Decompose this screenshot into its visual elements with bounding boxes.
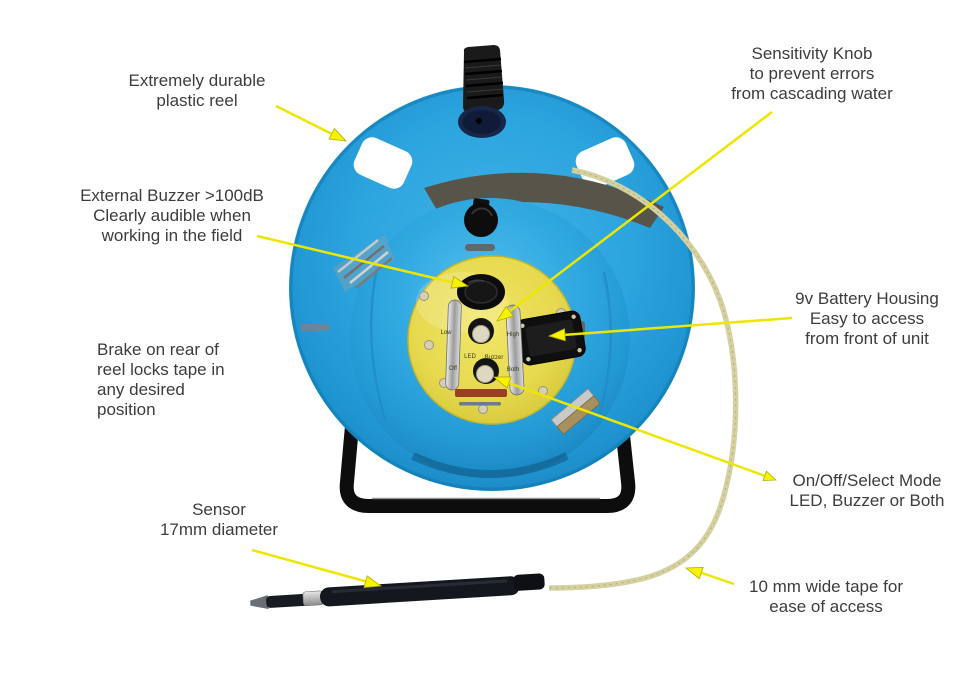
arrowhead-sensitivity [496, 305, 515, 322]
control-faceplate: Low High LED Buzzer Off Both [407, 255, 586, 425]
marking-high: High [507, 332, 519, 338]
arrowhead-mode-text-end [762, 470, 777, 482]
winding-hub [464, 198, 498, 237]
arrowhead-sensor [363, 575, 383, 588]
arrowhead-battery [547, 328, 566, 342]
label-sensor: Sensor 17mm diameter [159, 500, 279, 539]
arrowhead-tape [684, 566, 704, 580]
panel-markings: Low High LED Buzzer Off Both [440, 330, 519, 373]
reel-stand [339, 419, 636, 513]
external-buzzer [457, 274, 505, 310]
sensitivity-knob [468, 318, 494, 344]
vent-slot-left [300, 324, 330, 331]
label-battery-housing: 9v Battery Housing Easy to access from f… [795, 289, 939, 348]
leader-sensor [251, 548, 369, 584]
label-durable-reel: Extremely durable plastic reel [128, 71, 266, 110]
leader-buzzer [256, 234, 456, 285]
label-external-buzzer: External Buzzer >100dB Clearly audible w… [80, 186, 264, 245]
panel-handle-right [505, 304, 525, 396]
arrowhead-buzzer [450, 275, 470, 289]
arrowhead-durable [328, 127, 348, 142]
brand-mark [455, 389, 507, 397]
marking-led: LED [464, 354, 476, 360]
measuring-tape [548, 167, 739, 591]
label-mode-switch: On/Off/Select Mode LED, Buzzer or Both [789, 471, 945, 510]
marking-buzzer: Buzzer [485, 355, 504, 361]
leader-sensitivity [505, 111, 773, 315]
label-tape-width: 10 mm wide tape for ease of access [748, 577, 903, 616]
marking-off: Off [449, 366, 457, 372]
reel-cutout-left [353, 137, 413, 189]
brand-url-mark [459, 402, 501, 406]
annotation-leaders [251, 104, 793, 586]
wound-tape-drum [424, 172, 664, 228]
panel-handle-left [445, 299, 462, 391]
sensor-probe [250, 573, 545, 610]
label-brake: Brake on rear of reel locks tape in any … [97, 340, 225, 419]
leader-mode [505, 380, 769, 479]
top-handle [458, 45, 506, 138]
annotation-arrowheads [328, 127, 777, 588]
leader-tape [698, 570, 735, 586]
leader-battery [562, 316, 793, 337]
marking-both: Both [507, 367, 519, 373]
tape-guide-spring [333, 235, 395, 292]
vent-slot-top [465, 244, 495, 251]
label-sensitivity-knob: Sensitivity Knob to prevent errors from … [731, 44, 893, 103]
arrowhead-mode [492, 376, 512, 389]
marking-low: Low [440, 330, 452, 336]
tape-exit-bracket [550, 388, 601, 435]
mode-knob [473, 358, 499, 384]
leader-durable [275, 104, 335, 137]
